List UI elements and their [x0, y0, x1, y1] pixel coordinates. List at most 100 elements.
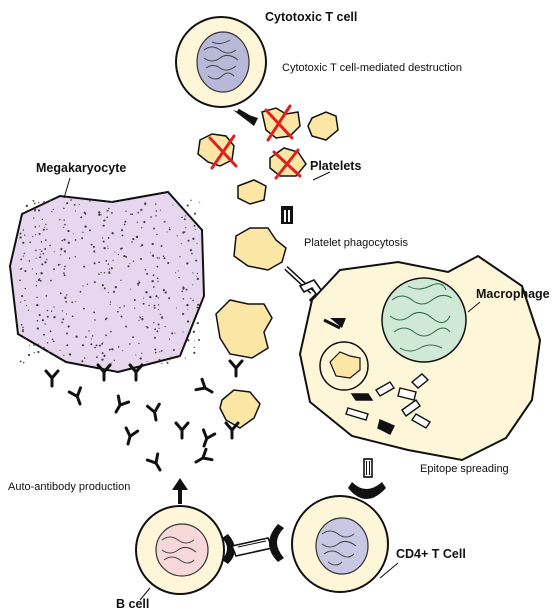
megakaryocyte-granule [196, 306, 199, 309]
megakaryocyte-granule [151, 254, 155, 257]
megakaryocyte-granule [120, 315, 123, 318]
megakaryocyte-granule [167, 262, 170, 265]
megakaryocyte-granule [158, 358, 161, 361]
megakaryocyte-granule [196, 272, 199, 275]
megakaryocyte-granule [42, 228, 45, 231]
megakaryocyte-granule [25, 304, 28, 306]
megakaryocyte-granule [198, 338, 201, 342]
megakaryocyte-granule [59, 292, 62, 295]
megakaryocyte-granule [49, 330, 52, 333]
megakaryocyte-granule [166, 231, 168, 233]
megakaryocyte-granule [19, 236, 22, 239]
megakaryocyte-granule [52, 340, 55, 343]
megakaryocyte-granule [120, 279, 122, 282]
megakaryocyte-granule [169, 229, 171, 231]
megakaryocyte-granule [82, 231, 84, 234]
megakaryocyte-granule [41, 319, 45, 322]
megakaryocyte-granule [75, 301, 77, 303]
megakaryocyte-granule [65, 301, 67, 303]
megakaryocyte-granule [171, 332, 174, 335]
megakaryocyte-granule [28, 260, 31, 262]
megakaryocyte-granule [25, 204, 28, 208]
megakaryocyte-granule [20, 258, 23, 261]
cd4-t-cell [291, 495, 389, 593]
megakaryocyte-granule [159, 209, 161, 211]
megakaryocyte-granule [174, 272, 177, 274]
megakaryocyte-granule [102, 240, 105, 243]
megakaryocyte-granule [36, 320, 39, 322]
megakaryocyte-granule [137, 282, 140, 285]
megakaryocyte-granule [137, 284, 139, 287]
megakaryocyte-granule [105, 260, 108, 262]
megakaryocyte-granule [152, 274, 155, 277]
megakaryocyte-granule [117, 345, 120, 348]
megakaryocyte-granule [155, 203, 157, 205]
megakaryocyte-granule [174, 332, 176, 334]
megakaryocyte-granule [23, 336, 25, 338]
megakaryocyte-granule [114, 285, 118, 289]
megakaryocyte-granule [138, 281, 141, 284]
megakaryocyte-granule [160, 350, 163, 352]
megakaryocyte-granule [44, 248, 47, 250]
megakaryocyte-granule [94, 319, 96, 321]
megakaryocyte-granule [45, 223, 47, 226]
megakaryocyte-granule [74, 239, 77, 241]
megakaryocyte-granule [127, 265, 130, 268]
megakaryocyte-granule [28, 344, 30, 346]
megakaryocyte-granule [83, 307, 85, 310]
megakaryocyte-granule [39, 253, 41, 255]
megakaryocyte-granule [192, 284, 194, 286]
megakaryocyte-granule [33, 352, 35, 354]
megakaryocyte-granule [74, 256, 76, 258]
megakaryocyte-granule [111, 201, 113, 203]
megakaryocyte-granule [93, 281, 96, 284]
megakaryocyte-granule [65, 313, 68, 315]
megakaryocyte-granule [102, 224, 105, 227]
megakaryocyte-granule [61, 321, 63, 323]
megakaryocyte-granule [70, 199, 72, 201]
megakaryocyte-granule [103, 287, 106, 290]
megakaryocyte-granule [95, 344, 98, 347]
cytotoxic-t-cell-label: Cytotoxic T cell [265, 10, 357, 24]
megakaryocyte-granule [156, 265, 159, 268]
megakaryocyte-granule [132, 238, 135, 241]
megakaryocyte-granule [182, 298, 185, 300]
megakaryocyte-granule [81, 237, 84, 240]
megakaryocyte-granule [155, 295, 158, 298]
platelets-label: Platelets [310, 159, 361, 173]
megakaryocyte-granule [93, 311, 96, 314]
platelet-receptor [281, 206, 293, 224]
megakaryocyte-granule [119, 306, 121, 309]
megakaryocyte-granule [182, 331, 184, 333]
megakaryocyte-granule [181, 290, 184, 293]
megakaryocyte-granule [153, 307, 156, 309]
megakaryocyte-granule [146, 326, 149, 329]
megakaryocyte-granule [116, 310, 119, 313]
megakaryocyte-granule [66, 202, 69, 205]
megakaryocyte-granule [172, 348, 175, 352]
megakaryocyte-granule [178, 355, 181, 358]
megakaryocyte-granule [108, 268, 111, 270]
megakaryocyte-granule [193, 212, 197, 215]
megakaryocyte-granule [139, 257, 143, 261]
megakaryocyte-granule [182, 231, 185, 234]
b-cell [135, 505, 225, 595]
megakaryocyte-granule [110, 267, 113, 270]
megakaryocyte-granule [63, 207, 65, 210]
megakaryocyte-granule [33, 208, 37, 211]
megakaryocyte-granule [157, 280, 159, 283]
megakaryocyte-granule [85, 336, 87, 338]
megakaryocyte-granule [125, 325, 128, 328]
megakaryocyte-granule [196, 321, 199, 325]
megakaryocyte-granule [98, 273, 100, 275]
megakaryocyte-granule [35, 249, 37, 252]
megakaryocyte-granule [155, 210, 158, 212]
megakaryocyte-granule [146, 361, 148, 362]
megakaryocyte-granule [40, 347, 43, 350]
megakaryocyte-granule [67, 325, 70, 328]
megakaryocyte-granule [40, 240, 43, 243]
megakaryocyte-granule [156, 330, 159, 333]
megakaryocyte-granule [162, 288, 166, 292]
megakaryocyte-granule [68, 353, 72, 356]
